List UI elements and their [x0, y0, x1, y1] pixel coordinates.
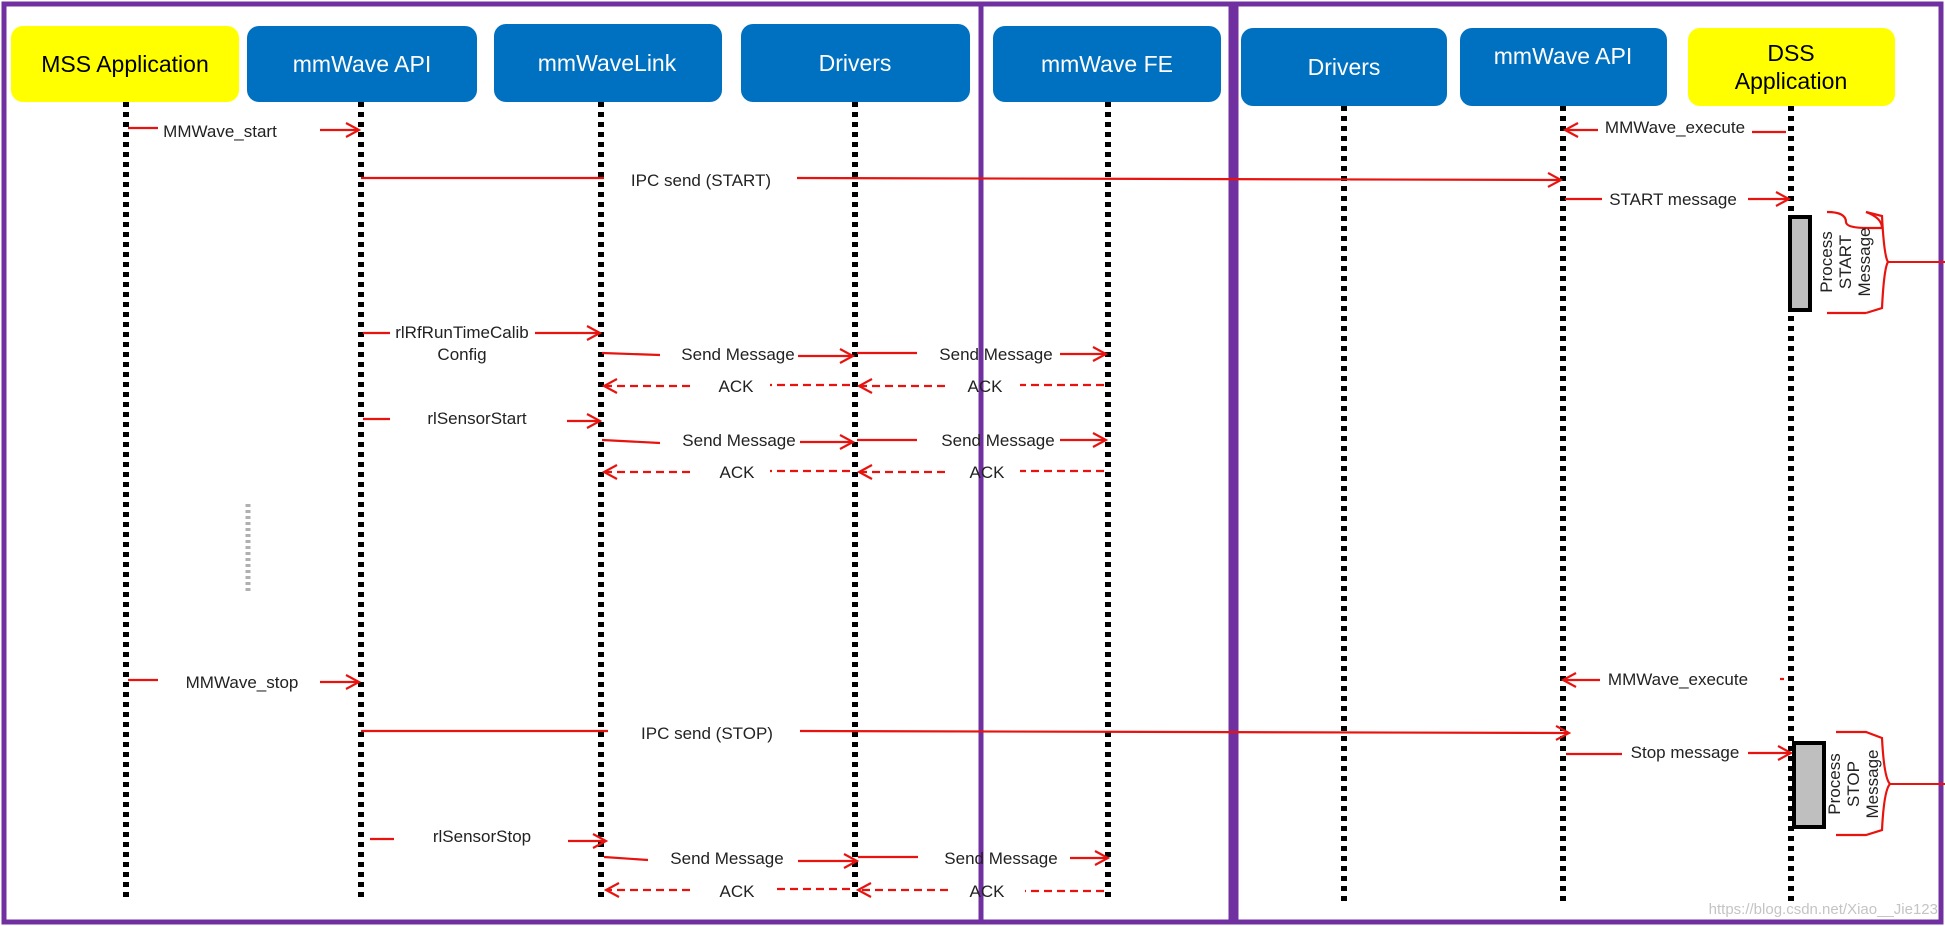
header-mmwave-fe: mmWave FE [993, 26, 1221, 102]
process-stop-line1: Process [1825, 753, 1844, 814]
label-start-message: START message [1609, 190, 1737, 209]
process-start-line3: Message [1855, 228, 1874, 297]
arrow-send-message-2a-tail [601, 438, 661, 445]
label-send-message-1b: Send Message [939, 345, 1052, 364]
label-ack-2b: ACK [970, 463, 1006, 482]
label-mmwave-execute-1: MMWave_execute [1605, 118, 1745, 137]
header-label-line2: Application [1735, 68, 1848, 94]
header-dss-application: DSS Application [1688, 28, 1895, 106]
label-ipc-send-stop: IPC send (STOP) [641, 724, 773, 743]
label-rlrf-calib-line2: Config [437, 345, 486, 364]
label-send-message-1a: Send Message [681, 345, 794, 364]
header-label: mmWave API [1494, 43, 1632, 69]
header-label-line1: DSS [1767, 40, 1814, 66]
arrow-ipc-send-start [796, 178, 1561, 180]
watermark: https://blog.csdn.net/Xiao__Jie123 [1709, 901, 1938, 918]
header-mss-application: MSS Application [11, 26, 239, 102]
label-mmwave-execute-2: MMWave_execute [1608, 670, 1748, 689]
header-mss-drivers: Drivers [741, 24, 970, 102]
label-send-message-3a: Send Message [670, 849, 783, 868]
label-send-message-2a: Send Message [682, 431, 795, 450]
arrow-send-message-1a-tail [601, 351, 661, 357]
label-rlsensorstop: rlSensorStop [433, 827, 531, 846]
label-mmwave-stop: MMWave_stop [186, 673, 299, 692]
process-start-line1: Process [1817, 231, 1836, 292]
process-stop-line3: Message [1863, 750, 1882, 819]
header-label: mmWave FE [1041, 51, 1173, 77]
arrow-ipc-send-stop [799, 731, 1569, 733]
header-mmwavelink: mmWaveLink [494, 24, 722, 102]
label-ack-3a: ACK [720, 882, 756, 901]
header-label: mmWaveLink [538, 50, 677, 76]
label-rlsensorstart: rlSensorStart [427, 409, 526, 428]
process-start-block: Process START Message [1788, 210, 1945, 315]
header-label: Drivers [819, 50, 892, 76]
dss-subsystem-frame [1233, 1, 1944, 925]
arrow-send-message-3a-tail [603, 855, 649, 862]
label-ack-1a: ACK [719, 377, 755, 396]
label-send-message-2b: Send Message [941, 431, 1054, 450]
mss-subsystem-frame [1, 1, 1234, 925]
label-mmwave-start: MMWave_start [163, 122, 277, 141]
header-label: mmWave API [293, 51, 431, 77]
process-stop-line2: STOP [1844, 761, 1863, 807]
label-ack-2a: ACK [720, 463, 756, 482]
label-ipc-send-start: IPC send (START) [631, 171, 771, 190]
header-dss-mmwave-api: mmWave API [1460, 28, 1667, 106]
label-ack-1b: ACK [968, 377, 1004, 396]
label-rlrf-calib-line1: rlRfRunTimeCalib [395, 323, 529, 342]
header-mss-mmwave-api: mmWave API [247, 26, 477, 102]
process-stop-block: Process STOP Message [1792, 730, 1945, 837]
header-dss-drivers: Drivers [1241, 28, 1447, 106]
label-send-message-3b: Send Message [944, 849, 1057, 868]
header-label: MSS Application [41, 51, 208, 77]
label-stop-message: Stop message [1631, 743, 1740, 762]
process-start-line2: START [1836, 235, 1855, 289]
header-label: Drivers [1308, 54, 1381, 80]
label-ack-3b: ACK [970, 882, 1006, 901]
